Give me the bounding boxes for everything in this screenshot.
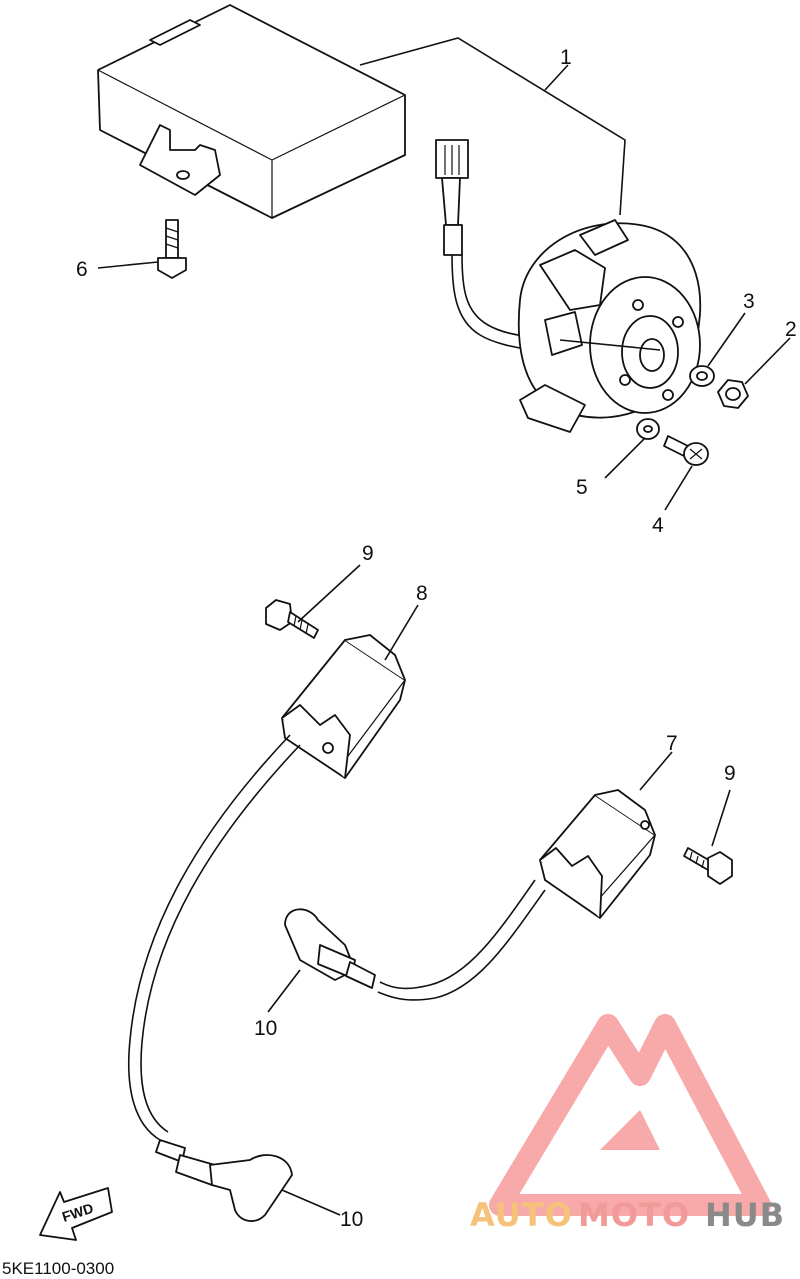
washer-3 bbox=[689, 365, 715, 387]
callout-10-upper: 10 bbox=[254, 1017, 277, 1040]
plug-cap-10-upper bbox=[284, 908, 376, 989]
callout-2: 2 bbox=[785, 318, 797, 341]
callout-7: 7 bbox=[666, 732, 678, 755]
callout-5: 5 bbox=[576, 476, 588, 499]
leader-lines-upper bbox=[97, 37, 791, 511]
callout-4: 4 bbox=[652, 514, 664, 537]
callout-10-lower: 10 bbox=[340, 1208, 363, 1231]
ignition-coil-7 bbox=[539, 789, 656, 919]
diagram-code: 5KE1100-0300 bbox=[2, 1259, 114, 1278]
callout-8: 8 bbox=[416, 582, 428, 605]
watermark-auto: AUTO bbox=[470, 1196, 573, 1234]
watermark-moto: MOTO bbox=[578, 1196, 690, 1234]
callout-1: 1 bbox=[560, 46, 572, 69]
watermark-text: AUTO MOTO HUB bbox=[470, 1196, 785, 1234]
forward-direction-arrow: FWD bbox=[39, 1187, 113, 1241]
bolt-9-upper bbox=[265, 599, 319, 639]
cdi-unit bbox=[97, 4, 406, 219]
callout-9-lower: 9 bbox=[724, 762, 736, 785]
screw-4 bbox=[663, 435, 709, 466]
bolt-6 bbox=[157, 219, 187, 279]
bolt-9-lower bbox=[683, 847, 733, 885]
callout-3: 3 bbox=[743, 290, 755, 313]
callout-6: 6 bbox=[76, 258, 88, 281]
ignition-coil-8 bbox=[281, 634, 406, 779]
plug-cap-10-lower bbox=[155, 1139, 293, 1222]
nut-2 bbox=[717, 379, 749, 409]
watermark-logo-mark bbox=[489, 1014, 771, 1216]
watermark-hub: HUB bbox=[705, 1196, 785, 1234]
callout-9-upper: 9 bbox=[362, 542, 374, 565]
stator-assembly bbox=[517, 219, 702, 433]
leader-lines-lower bbox=[267, 564, 731, 1216]
washer-5 bbox=[636, 418, 660, 440]
high-tension-lead-7 bbox=[377, 879, 546, 1001]
high-tension-lead-8 bbox=[127, 734, 301, 1141]
